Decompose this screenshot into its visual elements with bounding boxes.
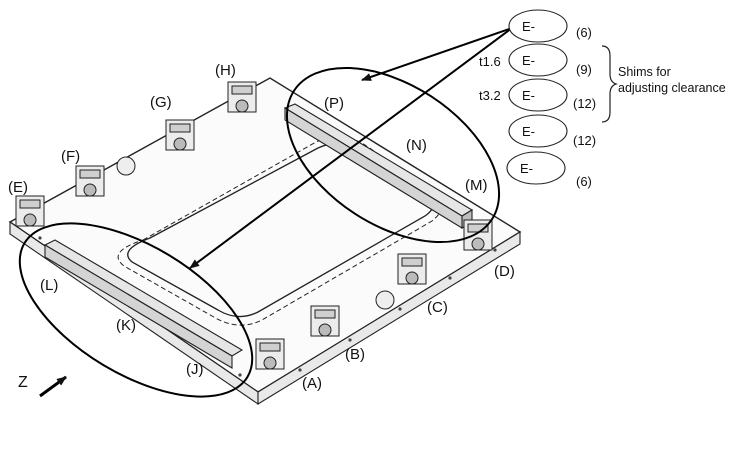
shim-qty: (12) <box>573 96 596 111</box>
label-F: (F) <box>61 148 80 165</box>
brace-note-line1: Shims for <box>618 65 671 79</box>
shim-qty: (6) <box>576 174 592 189</box>
shim-code: E- <box>522 124 535 139</box>
axis-indicator: Z <box>18 374 67 398</box>
label-D: (D) <box>494 263 515 280</box>
shim-code: E- <box>520 161 533 176</box>
label-J: (J) <box>186 361 204 378</box>
brace-icon <box>601 45 618 123</box>
ellipse-rear-group <box>285 66 501 244</box>
shim-code: E- <box>522 53 535 68</box>
brace-note-line2: adjusting clearance <box>618 81 726 95</box>
shim-qty: (9) <box>576 62 592 77</box>
shim-item: t1.6 E- (9) <box>479 43 592 77</box>
axis-arrow-icon <box>39 375 67 398</box>
support-blocks <box>15 81 493 370</box>
rail-front <box>43 239 244 369</box>
label-L: (L) <box>40 277 58 294</box>
label-H: (H) <box>215 62 236 79</box>
shim-list: E- (6) t1.6 E- (9) t3.2 E- (12) E- (12) … <box>479 9 726 189</box>
shim-item: E- (6) <box>506 151 592 189</box>
label-K: (K) <box>116 317 136 334</box>
highlight-ellipses <box>18 66 501 398</box>
component-labels: (A) (B) (C) (D) (E) (F) (G) (H) (J) (K) … <box>8 62 515 392</box>
shim-item: t3.2 E- (12) <box>479 78 596 112</box>
shim-code: E- <box>522 88 535 103</box>
label-M: (M) <box>465 177 488 194</box>
label-G: (G) <box>150 94 172 111</box>
label-N: (N) <box>406 137 427 154</box>
shim-qty: (6) <box>576 25 592 40</box>
label-P: (P) <box>324 95 344 112</box>
label-E: (E) <box>8 179 28 196</box>
axis-label: Z <box>18 374 28 391</box>
rail-rear <box>283 103 474 229</box>
shim-qty: (12) <box>573 133 596 148</box>
shim-item: E- (6) <box>508 9 592 43</box>
ellipse-front-group <box>18 222 254 398</box>
label-A: (A) <box>302 375 322 392</box>
shim-code: E- <box>522 19 535 34</box>
label-B: (B) <box>345 346 365 363</box>
callout-arrows <box>189 27 513 269</box>
label-C: (C) <box>427 299 448 316</box>
shim-item: E- (12) <box>508 114 596 148</box>
shim-thickness: t1.6 <box>479 54 501 69</box>
shim-thickness: t3.2 <box>479 88 501 103</box>
